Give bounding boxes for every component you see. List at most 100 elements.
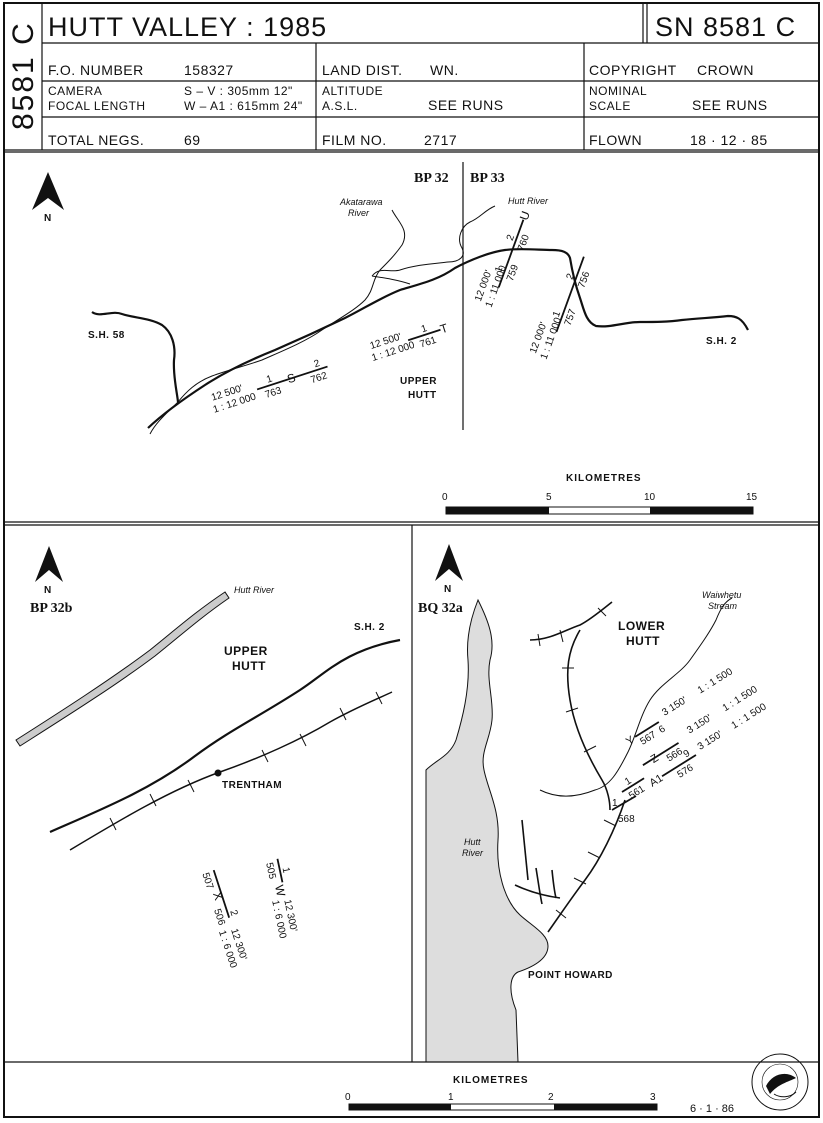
film-no-label: FILM NO. xyxy=(322,132,387,148)
sh2-label-bp32b: S.H. 2 xyxy=(354,622,385,633)
sh2-label-top: S.H. 2 xyxy=(706,336,737,347)
svg-text:1: 1 xyxy=(265,373,274,385)
point-howard-label: POINT HOWARD xyxy=(528,970,613,981)
flight-run-561: 1 561 xyxy=(621,775,647,802)
svg-text:761: 761 xyxy=(419,335,439,351)
svg-text:5: 5 xyxy=(546,492,552,503)
trentham-label: TRENTHAM xyxy=(222,780,282,791)
fo-number-value: 158327 xyxy=(184,62,234,78)
hutt-river-label-bp32b: Hutt River xyxy=(234,585,275,595)
svg-text:N: N xyxy=(444,584,452,595)
svg-text:15: 15 xyxy=(746,492,758,503)
flight-run-u: 12 000' 1 : 11 000 1 759 2 760 U xyxy=(473,209,533,309)
top-scale-bar: KILOMETRES 0 5 10 15 xyxy=(442,473,758,515)
svg-text:KILOMETRES: KILOMETRES xyxy=(566,473,642,484)
bq32a-map-panel: N BQ 32a Hutt River Waiwhetu Stream LOWE… xyxy=(418,544,769,1063)
sh58-label: S.H. 58 xyxy=(88,330,125,341)
total-negs-label: TOTAL NEGS. xyxy=(48,132,144,148)
svg-text:9: 9 xyxy=(682,748,693,761)
svg-text:507: 507 xyxy=(199,871,215,891)
railway-south-bq xyxy=(547,799,626,933)
copyright-value: CROWN xyxy=(697,62,754,78)
focal-length-value: W – A1 : 615mm 24" xyxy=(184,99,303,113)
flight-run-s: 12 500' 1 : 12 000 1 763 S 2 762 xyxy=(210,358,329,416)
asl-label: A.S.L. xyxy=(322,99,358,113)
waiwhetu-label-2: Stream xyxy=(708,601,738,611)
scale-label: SCALE xyxy=(589,99,631,113)
svg-text:1: 1 xyxy=(280,866,292,874)
upper-hutt-label-2: HUTT xyxy=(408,390,437,401)
total-negs-value: 69 xyxy=(184,132,201,148)
waiwhetu-stream xyxy=(539,597,733,797)
lower-hutt-label-1: LOWER xyxy=(618,619,665,633)
nominal-label: NOMINAL xyxy=(589,84,647,98)
film-no-value: 2717 xyxy=(424,132,457,148)
fo-number-label: F.O. NUMBER xyxy=(48,62,144,78)
sh2-road-bp32b xyxy=(49,638,401,834)
sheet-border xyxy=(3,2,820,1118)
svg-text:3 150': 3 150' xyxy=(660,695,689,719)
lower-hutt-label-2: HUTT xyxy=(626,634,660,648)
svg-text:W: W xyxy=(272,884,288,899)
svg-text:505: 505 xyxy=(263,862,277,881)
svg-text:2: 2 xyxy=(313,358,322,370)
svg-text:0: 0 xyxy=(442,492,448,503)
svg-text:763: 763 xyxy=(264,385,284,401)
svg-text:KILOMETRES: KILOMETRES xyxy=(453,1075,529,1086)
hutt-river-upper xyxy=(371,205,496,277)
north-arrow-icon: N xyxy=(35,546,63,596)
railway-ticks xyxy=(109,691,383,831)
land-dist-label: LAND DIST. xyxy=(322,62,402,78)
svg-text:506: 506 xyxy=(211,908,227,928)
upper-hutt-label-bp32b-2: HUTT xyxy=(232,659,266,673)
akatarawa-label-2: River xyxy=(348,208,370,218)
run-a1-n1: 1 xyxy=(612,798,618,809)
sheet-side-id: 8581 C xyxy=(7,21,40,130)
upper-hutt-label-bp32b-1: UPPER xyxy=(224,644,268,658)
railway-branch-bq xyxy=(566,629,611,811)
railway-spur4-bq xyxy=(521,819,529,881)
railway-ticks-bq xyxy=(537,607,617,919)
waiwhetu-label-1: Waiwhetu xyxy=(702,590,741,600)
hutt-river-label-top: Hutt River xyxy=(508,196,549,206)
svg-text:6: 6 xyxy=(657,723,668,736)
railway-main-bq xyxy=(529,601,613,641)
bp32b-label: BP 32b xyxy=(30,601,73,616)
svg-text:1: 1 xyxy=(623,775,634,788)
svg-text:1: 1 xyxy=(551,309,563,318)
svg-text:S: S xyxy=(285,370,297,386)
bq32a-label: BQ 32a xyxy=(418,601,463,616)
north-arrow-icon: N xyxy=(435,544,463,595)
flown-value: 18 · 12 · 85 xyxy=(690,132,768,148)
akatarawa-label-1: Akatarawa xyxy=(339,197,383,207)
sortie-number: SN 8581 C xyxy=(655,12,796,42)
focal-length-label: FOCAL LENGTH xyxy=(48,99,146,113)
trentham-marker xyxy=(214,769,222,777)
altitude-label: ALTITUDE xyxy=(322,84,383,98)
svg-text:N: N xyxy=(44,585,52,596)
scale-value: SEE RUNS xyxy=(692,97,768,113)
hutt-river-estuary xyxy=(425,598,549,1063)
sh58-road xyxy=(91,311,180,403)
svg-text:10: 10 xyxy=(644,492,656,503)
bp32b-map-panel: N BP 32b Hutt River S.H. 2 UPPER HUTT TR… xyxy=(15,525,413,1062)
akatarawa-river xyxy=(149,209,406,435)
upper-hutt-label-1: UPPER xyxy=(400,376,437,387)
svg-text:0: 0 xyxy=(345,1092,351,1103)
flight-run-x: 507 X 2 506 12 300' 1 : 6 000 xyxy=(199,869,249,970)
svg-text:2: 2 xyxy=(565,272,577,281)
sh2-road-top xyxy=(147,248,749,429)
hutt-river-branch xyxy=(371,275,411,285)
svg-text:X: X xyxy=(210,890,226,902)
railway-line-bp32b xyxy=(69,691,393,851)
svg-text:1: 1 xyxy=(493,265,505,274)
hutt-river-band xyxy=(15,591,230,747)
flight-run-v: 12 000' 1 : 11 000 1 757 2 756 xyxy=(528,256,593,361)
svg-text:1: 1 xyxy=(420,323,429,335)
bottom-scale-bar: KILOMETRES 0 1 2 3 xyxy=(345,1075,658,1111)
railway-spur3-bq xyxy=(551,869,557,899)
camera-label: CAMERA xyxy=(48,84,102,98)
bp-32-label: BP 32 xyxy=(414,171,449,186)
header-block: HUTT VALLEY : 1985 SN 8581 C 8581 C F.O.… xyxy=(4,3,819,153)
svg-text:1 : 1 500: 1 : 1 500 xyxy=(696,666,735,696)
